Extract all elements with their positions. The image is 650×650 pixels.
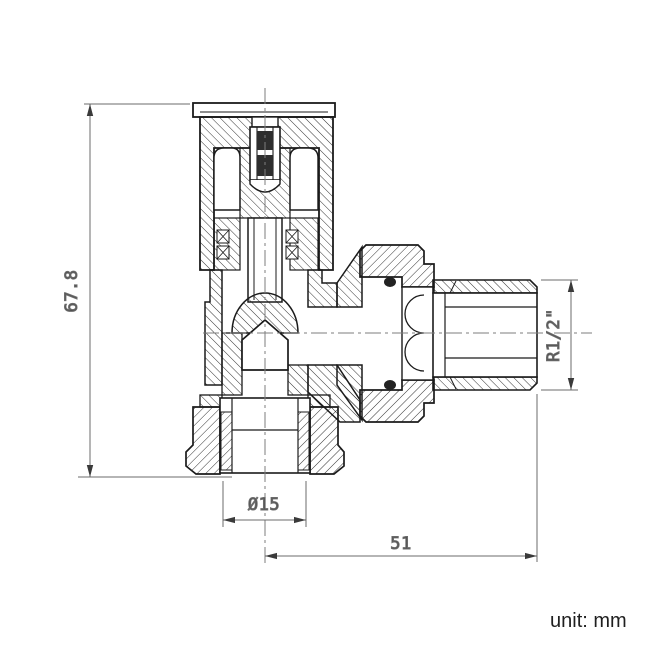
dim-pipe-diameter-label: Ø15	[248, 495, 280, 515]
arrow-down	[567, 378, 575, 390]
dim-overall-height-label: 67.8	[62, 270, 82, 313]
olive-right	[297, 411, 310, 471]
bottom-flange-right	[307, 394, 331, 408]
arrow-up	[567, 280, 575, 292]
dim-thread-size-label: R1/2"	[544, 308, 564, 362]
tail-body	[432, 292, 538, 378]
arrow-right	[294, 516, 306, 524]
arrow-right	[525, 552, 537, 560]
o-ring-top	[384, 277, 396, 287]
o-ring-bottom	[384, 380, 396, 390]
arrow-up	[86, 104, 94, 116]
body-wall-left	[204, 269, 223, 386]
outlet-cone-top	[336, 244, 363, 308]
gland-left	[213, 217, 241, 271]
olive-left	[220, 411, 233, 471]
union-nut-bottom	[359, 379, 435, 423]
cap-plate	[192, 102, 336, 118]
union-nut-top	[359, 244, 435, 288]
dimension-pipe-diameter: Ø15	[222, 481, 307, 527]
ball-seat	[404, 294, 425, 372]
dimension-annotations: 67.8 R1/2" Ø15 51	[62, 103, 578, 562]
bottom-flange-left	[199, 394, 223, 408]
outlet-cone-bottom	[336, 364, 363, 423]
thread-band-bottom	[432, 376, 538, 391]
arrow-left	[223, 516, 235, 524]
centerlines	[203, 88, 592, 565]
seat-right	[287, 364, 309, 396]
dimension-tail-length: 51	[265, 394, 538, 562]
thread-band-top	[432, 279, 538, 294]
gland-right	[289, 217, 319, 271]
dimension-thread-size: R1/2"	[541, 279, 578, 391]
unit-note: unit: mm	[550, 610, 627, 632]
body-wall-right	[307, 269, 338, 308]
dimension-overall-height: 67.8	[62, 103, 232, 478]
arrow-down	[86, 465, 94, 477]
seat-left	[221, 332, 243, 396]
dim-tail-length-label: 51	[390, 534, 411, 554]
compression-nut-left	[185, 406, 221, 475]
packing-seals	[216, 229, 299, 260]
valve-body-section	[185, 102, 538, 475]
arrow-left	[265, 552, 277, 560]
